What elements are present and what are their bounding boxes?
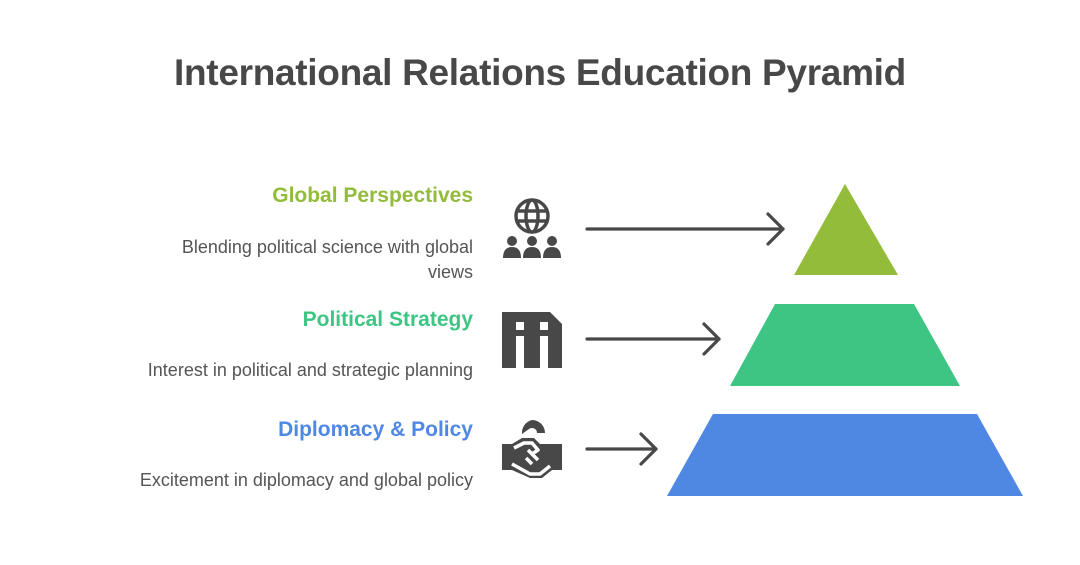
level-1-heading: Global Perspectives bbox=[272, 184, 473, 207]
level-1-description-line-1: Blending political science with global bbox=[181, 237, 473, 257]
page-title: International Relations Education Pyrami… bbox=[174, 52, 906, 93]
pyramid-level-2-trapezoid bbox=[730, 304, 960, 386]
level-3-description: Excitement in diplomacy and global polic… bbox=[139, 470, 473, 490]
level-3-heading: Diplomacy & Policy bbox=[278, 418, 473, 441]
level-2-heading: Political Strategy bbox=[302, 308, 473, 331]
pyramid-level-3-trapezoid bbox=[667, 414, 1023, 496]
level-2-description: Interest in political and strategic plan… bbox=[147, 360, 473, 380]
arrow-right-icon bbox=[585, 432, 658, 466]
handshake-icon bbox=[502, 420, 562, 478]
arrow-right-icon bbox=[585, 212, 785, 246]
pyramid-level-1-triangle bbox=[794, 184, 898, 275]
building-columns-icon bbox=[502, 312, 562, 368]
globe-people-icon bbox=[503, 198, 561, 258]
level-1-description-line-2: views bbox=[427, 262, 473, 282]
level-1-description: Blending political science with global v… bbox=[182, 235, 473, 285]
arrow-right-icon bbox=[585, 322, 721, 356]
